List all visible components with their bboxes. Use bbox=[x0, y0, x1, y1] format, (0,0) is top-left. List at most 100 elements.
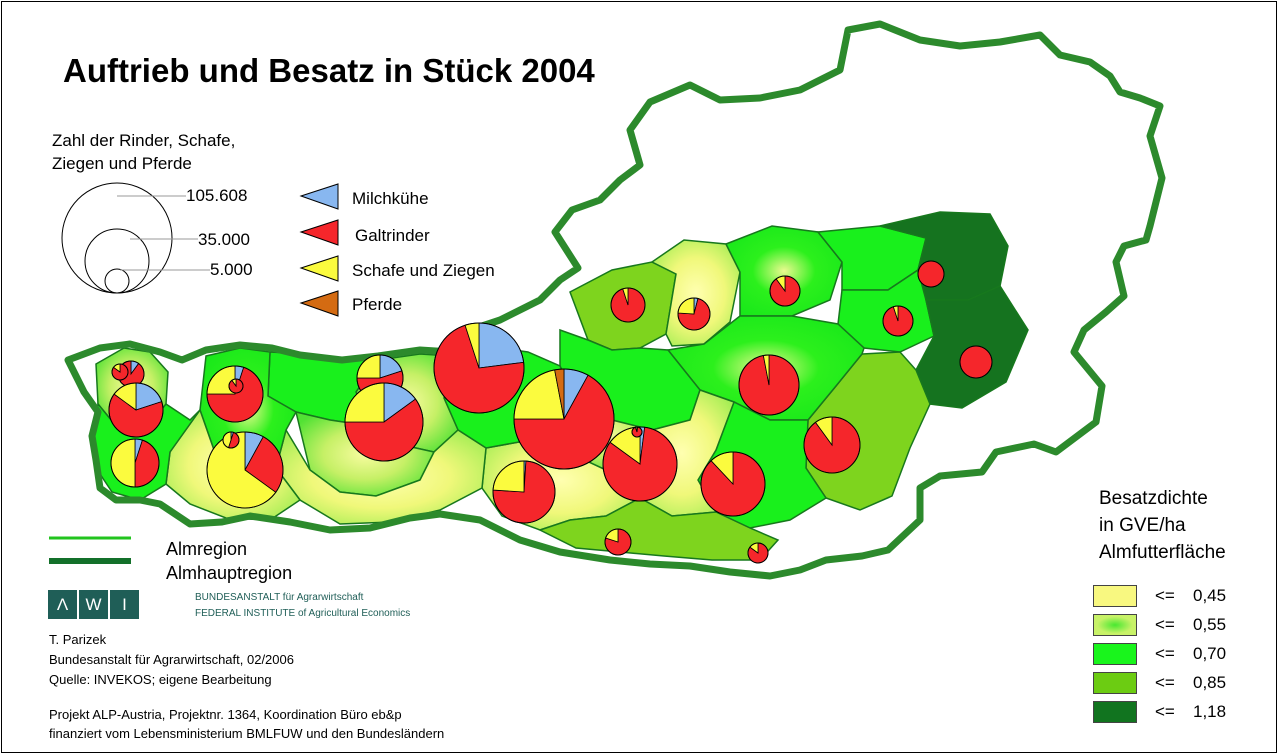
pie-outline bbox=[222, 431, 240, 449]
pie-legend-wedges bbox=[299, 183, 339, 317]
size-legend-title-line1: Zahl der Rinder, Schafe, bbox=[52, 131, 236, 150]
legend-wedge-pferde bbox=[299, 290, 339, 317]
density-value: 0,85 bbox=[1193, 673, 1227, 692]
pie-outline bbox=[677, 297, 711, 331]
pie-outline bbox=[610, 287, 646, 323]
district-pie bbox=[677, 297, 711, 331]
district-pie bbox=[917, 260, 945, 288]
density-swatch bbox=[1093, 643, 1137, 665]
density-value: 0,55 bbox=[1193, 615, 1227, 634]
district-pie bbox=[110, 438, 160, 488]
pie-outline bbox=[747, 542, 769, 564]
region-east-tyrol bbox=[275, 428, 487, 525]
logo-text: BUNDESANSTALT für Agrarwirtschaft FEDERA… bbox=[195, 590, 410, 622]
pie-outline bbox=[344, 382, 424, 462]
density-value: 1,18 bbox=[1193, 702, 1227, 721]
pie-outline bbox=[602, 426, 678, 502]
district-pie bbox=[769, 275, 801, 307]
map-title: Auftrieb und Besatz in Stück 2004 bbox=[63, 52, 595, 89]
size-legend-title: Zahl der Rinder, Schafe, Ziegen und Pfer… bbox=[52, 129, 235, 175]
awi-logo: Λ W I bbox=[48, 590, 141, 619]
region-ybbstal bbox=[724, 225, 843, 317]
pie-outline bbox=[110, 438, 160, 488]
legend-label-schafe-ziegen: Schafe und Ziegen bbox=[352, 261, 495, 280]
pie-slice bbox=[344, 382, 385, 423]
pie-outline bbox=[959, 345, 993, 379]
density-title-line2: in GVE/ha bbox=[1099, 515, 1186, 536]
density-operator: <= bbox=[1155, 586, 1175, 605]
pie-outline bbox=[631, 426, 643, 438]
logo-text-line2: FEDERAL INSTITUTE of Agricultural Econom… bbox=[195, 608, 411, 619]
region-carinthia-south bbox=[538, 497, 780, 561]
logo-text-line1: BUNDESANSTALT für Agrarwirtschaft bbox=[195, 592, 364, 603]
density-class-5: <= 1,18 bbox=[1093, 701, 1226, 723]
district-pie bbox=[803, 416, 861, 474]
density-operator: <= bbox=[1155, 702, 1175, 721]
district-pie bbox=[631, 426, 643, 438]
pie-outline bbox=[206, 365, 264, 423]
pie-outline bbox=[513, 368, 615, 470]
pie-outline bbox=[206, 431, 284, 509]
density-value: 0,45 bbox=[1193, 586, 1227, 605]
pie-outline bbox=[111, 363, 129, 381]
district-pie bbox=[206, 365, 264, 423]
legend-label-milchkuehe: Milchkühe bbox=[352, 189, 429, 208]
district-pie bbox=[602, 426, 678, 502]
density-title-line1: Besatzdichte bbox=[1099, 488, 1208, 509]
pie-outline bbox=[700, 451, 766, 517]
pie-slice bbox=[478, 322, 525, 369]
density-class-1: <= 0,45 bbox=[1093, 585, 1226, 607]
district-pie bbox=[222, 431, 240, 449]
district-pie bbox=[433, 322, 525, 414]
logo-letter-2: W bbox=[79, 590, 108, 619]
pie-outline bbox=[604, 528, 632, 556]
label-almhauptregion: Almhauptregion bbox=[166, 563, 293, 583]
size-value-small: 5.000 bbox=[210, 260, 253, 279]
size-legend-circles bbox=[61, 182, 210, 294]
district-pie bbox=[206, 431, 284, 509]
austria-border bbox=[64, 20, 1166, 580]
density-swatch bbox=[1093, 701, 1137, 723]
pie-outline bbox=[228, 378, 244, 394]
pie-outline bbox=[769, 275, 801, 307]
density-operator: <= bbox=[1155, 673, 1175, 692]
legend-label-pferde: Pferde bbox=[352, 295, 403, 314]
district-pie bbox=[610, 287, 646, 323]
size-value-medium: 35.000 bbox=[198, 230, 250, 249]
district-pie bbox=[108, 382, 164, 438]
district-pie bbox=[738, 354, 800, 416]
pie-outline bbox=[108, 382, 164, 438]
district-pie bbox=[747, 542, 769, 564]
legend-label-galtrinder: Galtrinder bbox=[355, 226, 430, 245]
district-pie bbox=[344, 382, 424, 462]
credit-institution: Bundesanstalt für Agrarwirtschaft, 02/20… bbox=[49, 652, 294, 667]
district-pie bbox=[513, 368, 615, 470]
district-pie bbox=[959, 345, 993, 379]
line-legend-lines bbox=[49, 536, 131, 564]
legend-wedge-galtrinder bbox=[299, 219, 339, 246]
density-operator: <= bbox=[1155, 644, 1175, 663]
pie-outline bbox=[738, 354, 800, 416]
legend-wedge-schafe-ziegen bbox=[299, 255, 339, 282]
label-almregion: Almregion bbox=[166, 539, 248, 559]
size-legend-title-line2: Ziegen und Pferde bbox=[52, 154, 192, 173]
density-title-line3: Almfutterfläche bbox=[1099, 542, 1226, 563]
district-pie bbox=[111, 363, 129, 381]
density-swatch bbox=[1093, 614, 1137, 636]
credit-source: Quelle: INVEKOS; eigene Bearbeitung bbox=[49, 672, 272, 687]
density-swatch bbox=[1093, 585, 1137, 607]
district-pie bbox=[882, 305, 914, 337]
legend-wedge-milchkuehe bbox=[299, 183, 339, 210]
district-pie bbox=[492, 460, 556, 524]
pie-outline bbox=[492, 460, 556, 524]
credit-project: Projekt ALP-Austria, Projektnr. 1364, Ko… bbox=[49, 707, 402, 722]
density-operator: <= bbox=[1155, 615, 1175, 634]
density-value: 0,70 bbox=[1193, 644, 1227, 663]
density-legend-title: Besatzdichte in GVE/ha Almfutterfläche bbox=[1099, 485, 1226, 566]
density-class-3: <= 0,70 bbox=[1093, 643, 1226, 665]
density-class-2: <= 0,55 bbox=[1093, 614, 1226, 636]
district-pie bbox=[700, 451, 766, 517]
pie-outline bbox=[803, 416, 861, 474]
